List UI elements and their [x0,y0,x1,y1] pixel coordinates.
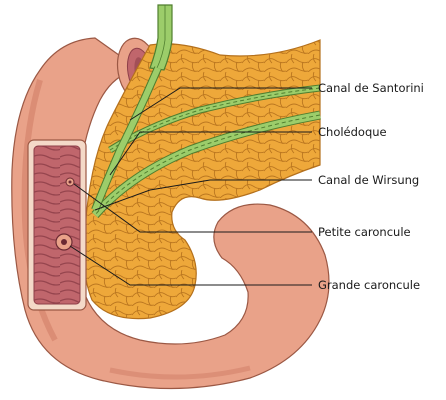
label-choledoque: Cholédoque [318,125,387,139]
label-grande-caroncule: Grande caroncule [318,278,420,292]
duodenum-mucosa-window [28,140,86,310]
labels: Canal de Santorini Cholédoque Canal de W… [318,81,424,292]
label-canal-de-wirsung: Canal de Wirsung [318,173,419,187]
label-canal-de-santorini: Canal de Santorini [318,81,424,95]
label-petite-caroncule: Petite caroncule [318,225,411,239]
major-papilla [56,234,72,250]
minor-papilla [66,178,74,186]
